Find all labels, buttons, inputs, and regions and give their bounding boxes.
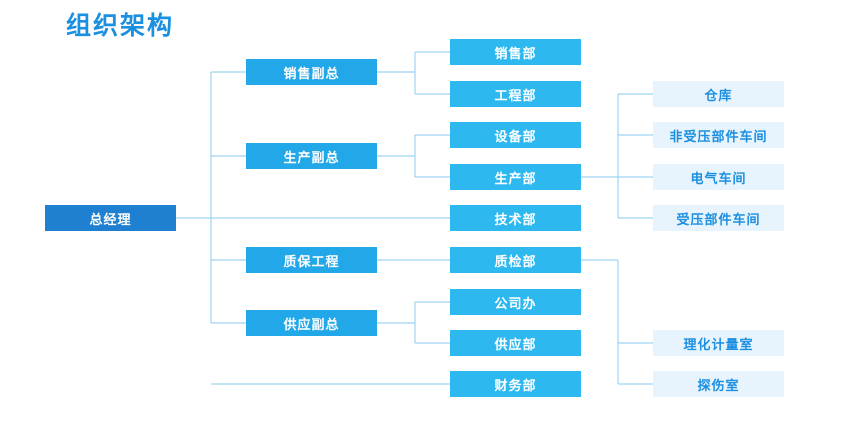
node-sales-dept[interactable]: 销售部 [450, 39, 581, 65]
node-equipment-dept[interactable]: 设备部 [450, 122, 581, 148]
node-electrical-workshop[interactable]: 电气车间 [653, 164, 784, 190]
page-title: 组织架构 [66, 12, 175, 40]
node-warehouse[interactable]: 仓库 [653, 81, 784, 107]
node-supply-vp[interactable]: 供应副总 [246, 310, 377, 336]
node-technology-dept[interactable]: 技术部 [450, 205, 581, 231]
node-production-dept[interactable]: 生产部 [450, 164, 581, 190]
node-ndt-room[interactable]: 探伤室 [653, 371, 784, 397]
node-qa-engineering[interactable]: 质保工程 [246, 247, 377, 273]
node-company-office[interactable]: 公司办 [450, 289, 581, 315]
node-quality-inspection-dept[interactable]: 质检部 [450, 247, 581, 273]
node-sales-vp[interactable]: 销售副总 [246, 59, 377, 85]
node-physchem-metrology-lab[interactable]: 理化计量室 [653, 330, 784, 356]
node-general-manager[interactable]: 总经理 [45, 205, 176, 231]
node-finance-dept[interactable]: 财务部 [450, 371, 581, 397]
node-engineering-dept[interactable]: 工程部 [450, 81, 581, 107]
node-pressure-parts-workshop[interactable]: 受压部件车间 [653, 205, 784, 231]
node-supply-dept[interactable]: 供应部 [450, 330, 581, 356]
node-production-vp[interactable]: 生产副总 [246, 143, 377, 169]
node-non-pressure-parts-workshop[interactable]: 非受压部件车间 [653, 122, 784, 148]
